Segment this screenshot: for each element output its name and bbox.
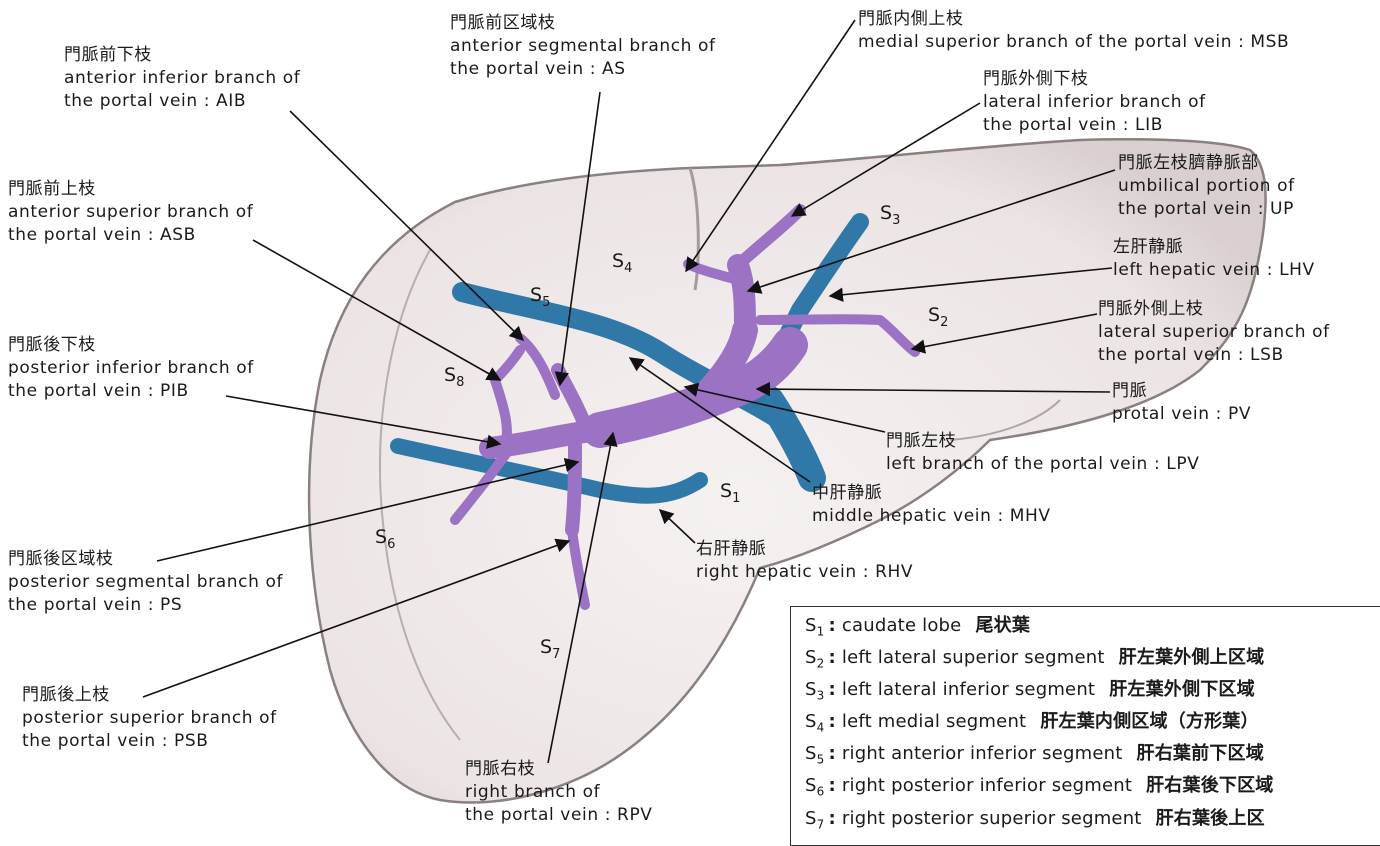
label-as-en-1: anterior segmental branch of (450, 35, 716, 58)
segment-s1: S1 (720, 480, 740, 506)
segment-s7: S7 (540, 636, 560, 662)
label-pib-en-2: the portal vein : PIB (8, 380, 254, 403)
label-lsb: 門脈外側上枝 lateral superior branch of the po… (1098, 298, 1330, 367)
pos-seg-shape (572, 445, 575, 530)
label-lib-jp: 門脈外側下枝 (983, 68, 1206, 91)
legend-s6-en: right posterior inferior segment (842, 775, 1132, 796)
segment-s4: S4 (612, 250, 632, 276)
label-rpv-en-1: right branch of (465, 781, 653, 804)
label-asb: 門脈前上枝 anterior superior branch of the po… (8, 178, 253, 247)
label-rhv-en-1: right hepatic vein : RHV (696, 561, 913, 584)
segment-s2: S2 (928, 304, 948, 330)
label-psb: 門脈後上枝 posterior superior branch of the p… (22, 684, 277, 753)
label-lsb-en-1: lateral superior branch of (1098, 321, 1330, 344)
label-asb-en-1: anterior superior branch of (8, 201, 253, 224)
label-mhv: 中肝静脈 middle hepatic vein : MHV (812, 482, 1051, 528)
label-ps: 門脈後区域枝 posterior segmental branch of the… (8, 548, 283, 617)
label-rhv-jp: 右肝静脈 (696, 538, 913, 561)
label-lsb-jp: 門脈外側上枝 (1098, 298, 1330, 321)
legend-s5-jp: 肝右葉前下区域 (1137, 743, 1264, 764)
label-ps-jp: 門脈後区域枝 (8, 548, 283, 571)
legend-s7-jp: 肝右葉後上区 (1156, 808, 1265, 829)
label-aib-jp: 門脈前下枝 (64, 44, 300, 67)
label-up-en-2: the portal vein : UP (1118, 198, 1295, 221)
legend-s6-jp: 肝右葉後下区域 (1146, 775, 1273, 796)
label-pv: 門脈 protal vein : PV (1112, 380, 1251, 426)
label-lib-en-1: lateral inferior branch of (983, 91, 1206, 114)
label-lhv-jp: 左肝静脈 (1113, 236, 1315, 259)
label-msb: 門脈内側上枝 medial superior branch of the por… (858, 8, 1289, 54)
label-lpv-jp: 門脈左枝 (886, 430, 1199, 453)
segment-s8: S8 (444, 364, 464, 390)
label-rhv: 右肝静脈 right hepatic vein : RHV (696, 538, 913, 584)
label-psb-en-1: posterior superior branch of (22, 707, 277, 730)
label-aib-en-1: anterior inferior branch of (64, 67, 300, 90)
segment-s6: S6 (375, 526, 395, 552)
segment-s3: S3 (880, 202, 900, 228)
label-rpv-jp: 門脈右枝 (465, 758, 653, 781)
label-psb-en-2: the portal vein : PSB (22, 730, 277, 753)
label-ps-en-1: posterior segmental branch of (8, 571, 283, 594)
legend-s7-en: right posterior superior segment (842, 808, 1142, 829)
legend-s4-jp: 肝左葉内側区域（方形葉） (1040, 711, 1258, 732)
legend-row-s3: S3:left lateral inferior segment肝左葉外側下区域 (805, 677, 1380, 709)
label-pib: 門脈後下枝 posterior inferior branch of the p… (8, 334, 254, 403)
legend-s5-en: right anterior inferior segment (842, 743, 1123, 764)
legend-s1-jp: 尾状葉 (975, 615, 1030, 636)
segment-s5: S5 (530, 284, 550, 310)
label-lpv: 門脈左枝 left branch of the portal vein : LP… (886, 430, 1199, 476)
label-lib-en-2: the portal vein : LIB (983, 114, 1206, 137)
label-asb-en-2: the portal vein : ASB (8, 224, 253, 247)
label-up-jp: 門脈左枝臍静脈部 (1118, 152, 1295, 175)
label-msb-jp: 門脈内側上枝 (858, 8, 1289, 31)
label-psb-jp: 門脈後上枝 (22, 684, 277, 707)
label-pv-jp: 門脈 (1112, 380, 1251, 403)
label-lsb-en-2: the portal vein : LSB (1098, 344, 1330, 367)
label-aib-en-2: the portal vein : AIB (64, 90, 300, 113)
label-ps-en-2: the portal vein : PS (8, 594, 283, 617)
legend-s1-en: caudate lobe (842, 615, 962, 636)
label-lib: 門脈外側下枝 lateral inferior branch of the po… (983, 68, 1206, 137)
label-pib-jp: 門脈後下枝 (8, 334, 254, 357)
legend-s2-en: left lateral superior segment (842, 647, 1105, 668)
label-lhv: 左肝静脈 left hepatic vein : LHV (1113, 236, 1315, 282)
legend-s3-en: left lateral inferior segment (842, 679, 1095, 700)
legend-s2-jp: 肝左葉外側上区域 (1119, 647, 1265, 668)
label-rpv-en-2: the portal vein : RPV (465, 804, 653, 827)
umbilical-portion-shape (738, 265, 745, 330)
label-rpv: 門脈右枝 right branch of the portal vein : R… (465, 758, 653, 827)
legend-s3-jp: 肝左葉外側下区域 (1109, 679, 1255, 700)
label-as-jp: 門脈前区域枝 (450, 12, 716, 35)
label-pv-en-1: protal vein : PV (1112, 403, 1251, 426)
label-pib-en-1: posterior inferior branch of (8, 357, 254, 380)
label-as-en-2: the portal vein : AS (450, 58, 716, 81)
legend-s4-en: left medial segment (842, 711, 1026, 732)
label-msb-en-1: medial superior branch of the portal vei… (858, 31, 1289, 54)
label-up-en-1: umbilical portion of (1118, 175, 1295, 198)
label-aib: 門脈前下枝 anterior inferior branch of the po… (64, 44, 300, 113)
label-mhv-jp: 中肝静脈 (812, 482, 1051, 505)
label-asb-jp: 門脈前上枝 (8, 178, 253, 201)
label-mhv-en-1: middle hepatic vein : MHV (812, 505, 1051, 528)
label-lhv-en-1: left hepatic vein : LHV (1113, 259, 1315, 282)
label-as: 門脈前区域枝 anterior segmental branch of the … (450, 12, 716, 81)
label-up: 門脈左枝臍静脈部 umbilical portion of the portal… (1118, 152, 1295, 221)
label-lpv-en-1: left branch of the portal vein : LPV (886, 453, 1199, 476)
